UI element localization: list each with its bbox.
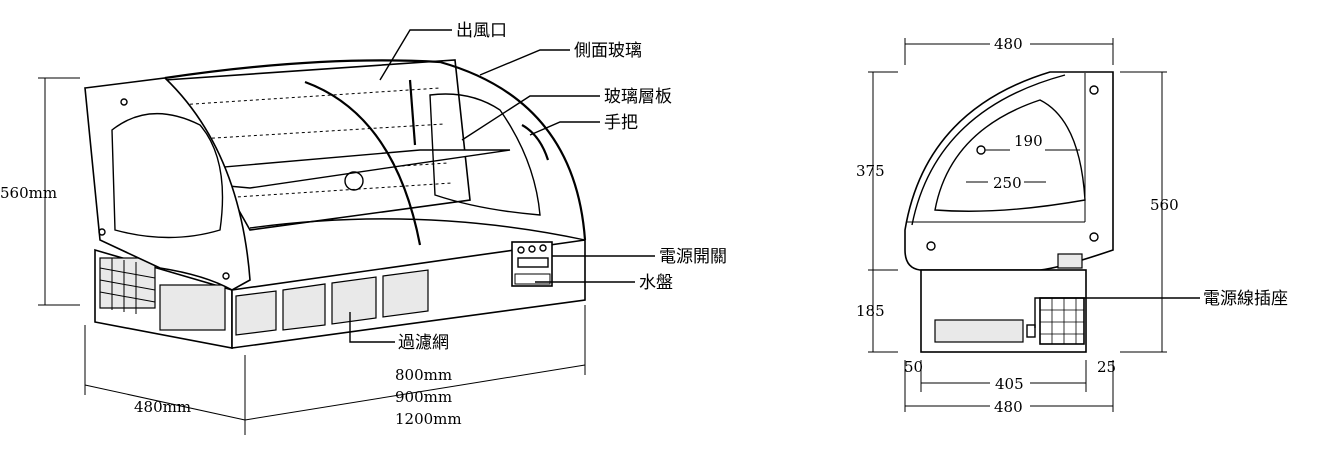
label-power-socket: 電源線插座 [1203,289,1288,309]
label-power-switch: 電源開關 [659,247,727,267]
side-socket-grid [1039,297,1085,345]
label-handle: 手把 [604,113,638,133]
base-side-vent [99,257,226,331]
showcase-3d-view [84,59,587,349]
control-box [511,241,553,287]
dimension-lines-3d [38,77,586,435]
dim-side-560: 560 [1150,196,1179,214]
side-glass-curve [911,74,1066,226]
dim-side-375: 375 [856,162,885,180]
handle-shape [521,124,550,161]
dim-side-25: 25 [1097,358,1116,376]
dim-width-1200: 1200mm [395,410,462,428]
dim-depth-3d: 480mm [134,398,191,416]
left-side-panel [84,77,251,291]
leader-socket [1034,297,1200,328]
label-filter-mesh: 過濾網 [398,333,449,353]
dim-side-50: 50 [904,358,923,376]
glass-lower-edge [249,218,586,241]
dim-side-405: 405 [995,375,1024,393]
dim-side-185: 185 [856,302,885,320]
dim-side-190: 190 [1014,132,1043,150]
label-water-tray: 水盤 [639,273,673,293]
label-glass-shelf: 玻璃層板 [604,87,672,107]
filter-panels [235,269,429,336]
glass-divider [304,80,422,246]
side-base-vent [934,319,1024,343]
left-side-window [111,113,224,239]
dim-width-900: 900mm [395,388,452,406]
dim-height-3d: 560mm [0,184,57,202]
showcase-side-view [904,71,1114,353]
dim-side-250: 250 [993,174,1022,192]
label-air-outlet: 出風口 [456,21,507,41]
label-side-glass: 側面玻璃 [574,41,642,61]
dim-side-bottom-480: 480 [994,398,1023,416]
side-upper-body [904,71,1114,271]
dim-width-800: 800mm [395,366,452,384]
dimension-lines-side [868,38,1167,412]
front-glass [164,59,587,241]
fan-right [344,171,364,191]
side-socket [1026,324,1036,338]
right-side-window [429,93,541,216]
dim-side-top-480: 480 [994,35,1023,53]
side-window [934,99,1086,212]
leader-lines-3d [349,29,655,343]
